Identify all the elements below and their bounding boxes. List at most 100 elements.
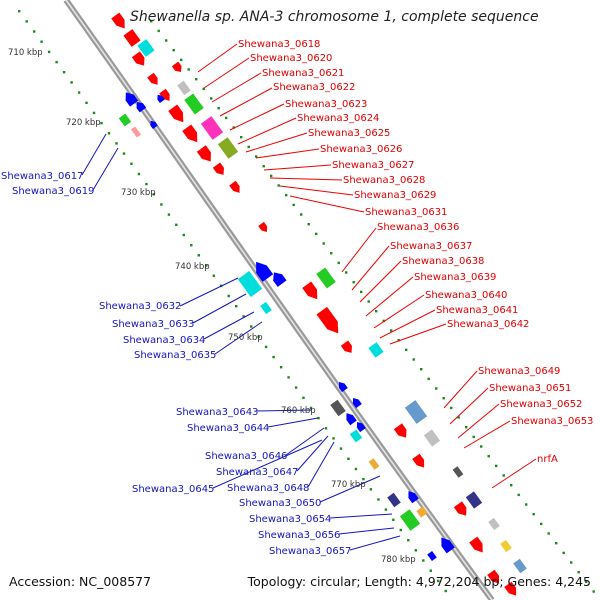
gene-feature[interactable]: [184, 93, 204, 115]
gene-label-reverse[interactable]: Shewana3_0648: [227, 483, 309, 494]
gene-feature[interactable]: [423, 429, 441, 447]
gene-label-reverse[interactable]: Shewana3_0647: [216, 467, 298, 478]
gene-feature[interactable]: [131, 126, 141, 138]
gene-feature[interactable]: [148, 119, 158, 129]
gene-feature[interactable]: [465, 491, 483, 509]
gene-feature[interactable]: [137, 39, 155, 57]
gene-label-forward[interactable]: Shewana3_0621: [262, 68, 344, 79]
label-leader-line: [211, 72, 262, 103]
gene-label-forward[interactable]: Shewana3_0628: [343, 175, 425, 186]
gene-label-reverse[interactable]: Shewana3_0632: [99, 301, 181, 312]
gene-label-forward[interactable]: Shewana3_0626: [320, 144, 402, 155]
gene-feature[interactable]: [229, 180, 243, 195]
gene-feature[interactable]: [504, 581, 520, 599]
gene-feature[interactable]: [200, 116, 224, 140]
gene-feature[interactable]: [336, 380, 348, 393]
gene-label-reverse[interactable]: Shewana3_0643: [176, 407, 258, 418]
gene-feature[interactable]: [343, 411, 357, 426]
gene-label-reverse[interactable]: Shewana3_0644: [187, 423, 269, 434]
gene-label-forward[interactable]: Shewana3_0642: [447, 319, 529, 330]
gene-label-reverse[interactable]: Shewana3_0635: [134, 350, 216, 361]
gene-feature[interactable]: [316, 267, 336, 289]
gene-label-reverse[interactable]: Shewana3_0657: [269, 546, 351, 557]
gene-feature[interactable]: [412, 453, 428, 471]
gene-feature[interactable]: [111, 12, 128, 32]
gene-label-forward[interactable]: Shewana3_0623: [285, 99, 367, 110]
gene-label-reverse[interactable]: Shewana3_0617: [1, 171, 83, 182]
gene-feature[interactable]: [269, 269, 287, 287]
gene-feature[interactable]: [513, 558, 527, 574]
gene-feature[interactable]: [405, 489, 419, 504]
gene-feature[interactable]: [168, 104, 187, 125]
gene-feature[interactable]: [469, 536, 486, 556]
gene-feature[interactable]: [131, 51, 148, 68]
gene-label-forward[interactable]: Shewana3_0618: [238, 39, 320, 50]
gene-feature[interactable]: [182, 124, 201, 145]
gene-label-forward[interactable]: Shewana3_0636: [377, 222, 459, 233]
gene-label-reverse[interactable]: Shewana3_0646: [205, 451, 287, 462]
gene-feature[interactable]: [177, 80, 191, 96]
gene-feature[interactable]: [118, 113, 132, 127]
gene-feature[interactable]: [368, 342, 384, 358]
gene-label-forward[interactable]: Shewana3_0627: [332, 160, 414, 171]
gene-label-forward[interactable]: Shewana3_0629: [354, 190, 436, 201]
gene-feature[interactable]: [196, 145, 215, 164]
gene-feature[interactable]: [387, 492, 401, 508]
gene-label-forward[interactable]: Shewana3_0624: [297, 113, 379, 124]
gene-feature[interactable]: [349, 429, 363, 443]
gene-feature[interactable]: [500, 539, 512, 553]
gene-label-reverse[interactable]: Shewana3_0619: [12, 186, 94, 197]
gene-feature[interactable]: [237, 270, 263, 298]
gene-feature[interactable]: [488, 517, 500, 531]
gene-feature[interactable]: [122, 89, 139, 107]
scale-tick-dot: [435, 387, 438, 390]
gene-feature[interactable]: [134, 100, 147, 113]
gene-feature[interactable]: [217, 137, 239, 159]
gene-feature[interactable]: [453, 501, 470, 518]
gene-label-forward[interactable]: Shewana3_0640: [425, 290, 507, 301]
gene-feature[interactable]: [368, 458, 380, 470]
gene-feature[interactable]: [302, 281, 321, 302]
gene-label-forward[interactable]: Shewana3_0637: [390, 241, 472, 252]
gene-label-reverse[interactable]: Shewana3_0650: [239, 498, 321, 509]
gene-feature[interactable]: [399, 509, 421, 531]
gene-label-forward[interactable]: Shewana3_0625: [308, 128, 390, 139]
gene-label-forward[interactable]: Shewana3_0652: [500, 399, 582, 410]
gene-feature[interactable]: [155, 93, 165, 103]
gene-feature[interactable]: [260, 301, 272, 315]
gene-feature[interactable]: [350, 396, 362, 409]
gene-feature[interactable]: [452, 466, 464, 478]
gene-feature[interactable]: [416, 506, 428, 518]
gene-label-forward[interactable]: Shewana3_0622: [273, 82, 355, 93]
gene-feature[interactable]: [159, 88, 173, 103]
gene-label-forward[interactable]: Shewana3_0651: [489, 383, 571, 394]
gene-label-reverse[interactable]: Shewana3_0645: [132, 484, 214, 495]
gene-feature[interactable]: [316, 306, 344, 337]
gene-feature[interactable]: [437, 535, 455, 554]
gene-label-forward[interactable]: Shewana3_0631: [365, 207, 447, 218]
gene-label-forward[interactable]: nrfA: [537, 454, 558, 465]
gene-feature[interactable]: [147, 72, 161, 87]
gene-label-reverse[interactable]: Shewana3_0633: [112, 319, 194, 330]
gene-feature[interactable]: [487, 569, 503, 587]
gene-feature[interactable]: [393, 423, 410, 440]
gene-label-forward[interactable]: Shewana3_0639: [414, 272, 496, 283]
gene-label-forward[interactable]: Shewana3_0653: [511, 416, 593, 427]
gene-feature[interactable]: [123, 29, 141, 47]
gene-feature[interactable]: [354, 420, 366, 433]
gene-label-reverse[interactable]: Shewana3_0654: [249, 514, 331, 525]
gene-feature[interactable]: [171, 61, 184, 75]
gene-feature[interactable]: [340, 340, 355, 356]
gene-label-forward[interactable]: Shewana3_0641: [436, 305, 518, 316]
gene-feature[interactable]: [427, 551, 437, 561]
gene-label-forward[interactable]: Shewana3_0620: [250, 53, 332, 64]
gene-feature[interactable]: [251, 258, 274, 282]
gene-label-reverse[interactable]: Shewana3_0656: [258, 530, 340, 541]
gene-feature[interactable]: [330, 399, 346, 417]
gene-feature[interactable]: [404, 400, 428, 424]
gene-label-forward[interactable]: Shewana3_0638: [402, 256, 484, 267]
gene-feature[interactable]: [258, 221, 270, 234]
gene-label-reverse[interactable]: Shewana3_0634: [123, 335, 205, 346]
gene-label-forward[interactable]: Shewana3_0649: [478, 366, 560, 377]
gene-feature[interactable]: [212, 162, 227, 178]
